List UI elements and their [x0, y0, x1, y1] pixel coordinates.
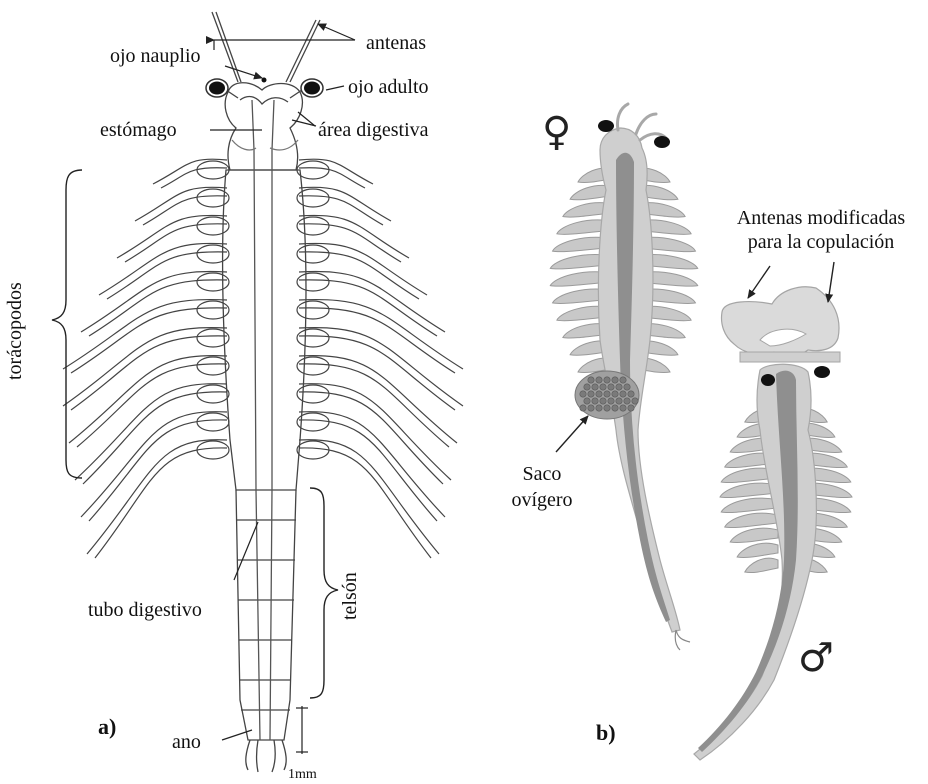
digestive-tube-drawing [252, 100, 274, 740]
panel-b-letter: b) [596, 722, 616, 744]
panel-a-letter: a) [98, 716, 116, 738]
thoracopod [99, 243, 227, 295]
female-drawing [550, 104, 697, 650]
label-scale: 1mm [288, 768, 317, 782]
thoracopods-drawing [63, 159, 463, 558]
thoracopod [299, 243, 427, 295]
nauplius-eye [262, 78, 267, 83]
thoracopod [299, 440, 439, 554]
male-eye-right [814, 366, 830, 378]
male-drawing [694, 287, 852, 760]
label-modified-antennae-line1: Antenas modificadas [718, 208, 924, 228]
female-symbol: ♀ [542, 112, 571, 152]
label-anus: ano [172, 732, 201, 752]
antenna-right [286, 20, 320, 82]
label-nauplius-eye: ojo nauplio [110, 46, 201, 66]
label-egg-sac-line1: Saco [508, 464, 576, 484]
female-eye-right [654, 136, 670, 148]
telson-brace [310, 488, 338, 698]
male-symbol: ♂ [798, 638, 834, 678]
thoracopod [299, 328, 463, 406]
abdomen-outline [236, 490, 296, 740]
thoracopod [299, 300, 463, 369]
abdomen-segments [236, 520, 296, 710]
label-stomach: estómago [100, 120, 177, 140]
thoracopod [299, 356, 457, 443]
thorax-outline [223, 170, 306, 490]
head-outline [225, 83, 302, 170]
furca [246, 740, 286, 772]
thoracopod [69, 356, 227, 443]
male-eye-left [761, 374, 775, 386]
label-egg-sac-line2: ovígero [508, 490, 576, 510]
antenna-left [212, 12, 241, 82]
thoracopod [87, 440, 227, 554]
label-antennae: antenas [366, 33, 426, 53]
thoracopods-brace [52, 170, 82, 478]
label-thoracopods: torácopodos [5, 282, 25, 380]
thoracopod [299, 384, 451, 480]
label-adult-eye: ojo adulto [348, 77, 429, 97]
thoracopod [63, 328, 227, 406]
female-eye-left [598, 120, 614, 132]
thoracopod [75, 384, 227, 480]
label-modified-antennae-line2: para la copulación [718, 232, 924, 252]
label-telson: telsón [340, 572, 360, 620]
label-digestive-area: área digestiva [318, 120, 429, 140]
label-digestive-tube: tubo digestivo [88, 600, 202, 620]
thoracopod [63, 300, 227, 369]
